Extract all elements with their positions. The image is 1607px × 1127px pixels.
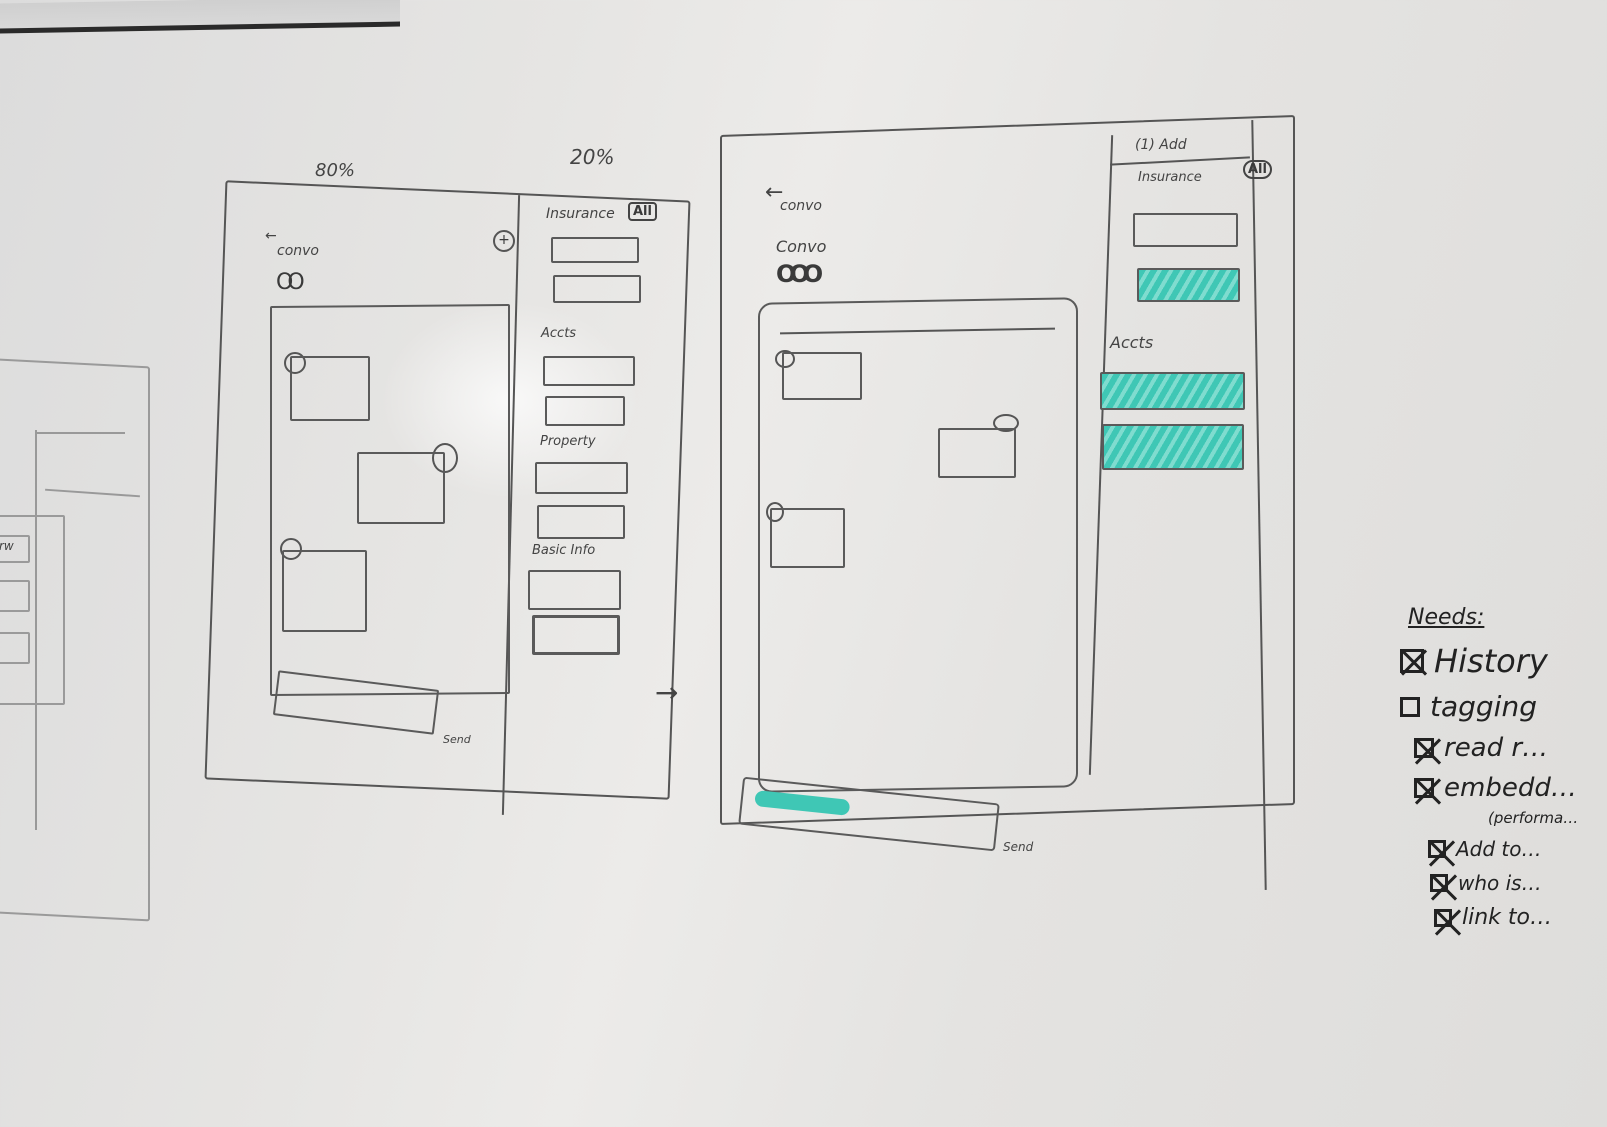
checklist-item-label: tagging <box>1430 690 1537 723</box>
all-badge[interactable]: All <box>1243 160 1272 179</box>
sidebar-field[interactable] <box>551 237 639 263</box>
sidebar-section-property: Property <box>540 434 596 449</box>
checklist-item-label: who is… <box>1458 871 1542 895</box>
back-arrow-icon[interactable]: ← <box>265 228 277 244</box>
highlighted-draft-text <box>754 790 851 816</box>
sidebar-field[interactable] <box>535 462 628 494</box>
checklist-item: link to… <box>1434 905 1607 930</box>
checklist-item: read r… <box>1414 733 1607 763</box>
avatar <box>766 502 784 522</box>
add-icon-glyph: + <box>498 232 510 248</box>
partial-panel <box>0 515 65 705</box>
checked-box-icon[interactable] <box>1400 649 1424 673</box>
checked-box-icon[interactable] <box>1414 778 1434 798</box>
checklist-item-label: (performa… <box>1488 809 1579 827</box>
participant-avatars: OOO <box>776 260 823 288</box>
avatar <box>775 350 795 368</box>
sidebar-field[interactable] <box>532 615 620 655</box>
sidebar-field[interactable] <box>553 275 641 303</box>
all-badge[interactable]: All <box>628 202 657 221</box>
sidebar-field[interactable] <box>537 505 625 539</box>
send-button[interactable]: Send <box>1003 840 1034 854</box>
sidebar-field[interactable] <box>1133 213 1238 247</box>
add-icon[interactable]: + <box>493 230 515 252</box>
sidebar-field-highlighted[interactable] <box>1100 372 1245 410</box>
checked-box-icon[interactable] <box>1430 874 1448 892</box>
avatar <box>993 414 1019 432</box>
checked-box-icon[interactable] <box>1414 738 1434 758</box>
main-width-label: 80% <box>315 160 356 181</box>
partial-label: rw <box>0 539 14 553</box>
checklist-item: who is… <box>1430 871 1607 895</box>
partial-field: rw <box>0 535 30 563</box>
sidebar-section-accts: Accts <box>541 326 577 341</box>
checklist-item-label: link to… <box>1462 905 1552 930</box>
checked-box-icon[interactable] <box>1434 908 1452 927</box>
chat-bubble-left <box>770 508 845 568</box>
sidebar-field-highlighted[interactable] <box>1137 268 1240 302</box>
checklist-item-label: History <box>1434 642 1548 680</box>
chat-bubble-left <box>782 352 862 400</box>
avatar <box>280 538 302 560</box>
back-label[interactable]: convo <box>780 198 822 214</box>
convo-title: Convo <box>776 237 827 256</box>
empty-box-icon[interactable] <box>1400 696 1420 717</box>
sidebar-section-insurance: Insurance <box>546 206 615 222</box>
checklist-item: History <box>1400 642 1607 680</box>
checked-box-icon[interactable] <box>1428 840 1446 858</box>
chat-bubble-right <box>938 428 1016 478</box>
side-width-label: 20% <box>570 145 615 169</box>
sidebar-field[interactable] <box>528 570 621 610</box>
checklist-item-label: embedd… <box>1444 773 1577 803</box>
checklist-subnote: (performa… <box>1488 809 1607 827</box>
checklist-item-label: Add to… <box>1456 837 1542 861</box>
convo-title: convo <box>277 243 319 259</box>
participant-avatars: OO <box>276 270 305 295</box>
avatar <box>432 443 458 473</box>
partial-line <box>35 432 125 434</box>
partial-field <box>0 632 30 664</box>
needs-title: Needs: <box>1408 605 1485 630</box>
send-button[interactable]: Send <box>443 733 471 746</box>
add-note: (1) Add <box>1135 137 1187 153</box>
checklist-item: embedd… <box>1414 773 1607 803</box>
chat-bubble-left <box>282 550 367 632</box>
whiteboard-frame <box>0 0 400 34</box>
avatar <box>284 352 306 374</box>
partial-divider <box>35 430 37 830</box>
sidebar-field-highlighted[interactable] <box>1102 424 1244 470</box>
sidebar-field[interactable] <box>543 356 635 386</box>
sidebar-section-insurance: Insurance <box>1138 170 1202 185</box>
sidebar-field[interactable] <box>545 396 625 426</box>
sidebar-section-basic-info: Basic Info <box>532 543 596 558</box>
checklist-item: tagging <box>1400 690 1607 723</box>
sidebar-section-accts: Accts <box>1110 333 1154 352</box>
chat-bubble-left <box>290 356 370 421</box>
partial-field <box>0 580 30 612</box>
checklist-item-label: read r… <box>1444 733 1549 763</box>
chat-bubble-right <box>357 452 445 524</box>
transition-arrow-icon: → <box>655 676 679 709</box>
back-arrow-icon[interactable]: ← <box>765 180 784 205</box>
checklist-item: Add to… <box>1428 837 1607 861</box>
needs-checklist: Needs: History tagging read r… embedd… (… <box>1400 605 1607 930</box>
